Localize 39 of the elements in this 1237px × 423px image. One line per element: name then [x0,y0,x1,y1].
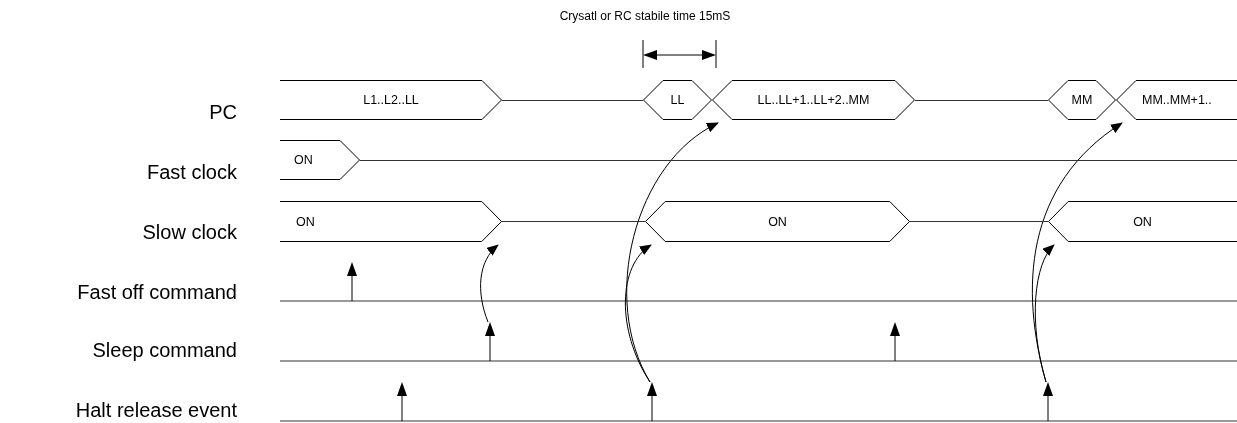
causal-arrow [1031,122,1123,383]
idle-level-line [915,99,1048,101]
idle-level-line [502,221,645,222]
event-arrow [1042,382,1054,421]
state-label: LL..LL+1..LL+2..MM [757,93,870,107]
signal-name: Halt release event [75,398,237,422]
signal-state-segment [712,80,915,120]
signal-state-segment [280,80,502,120]
idle-level-line [502,99,643,101]
state-label: MM [1071,93,1093,107]
event-arrow [484,322,496,361]
event-arrow [646,382,658,421]
state-label: ON [294,153,313,167]
annotation-text: Crysatl or RC stabile time 15mS [559,9,731,23]
state-label: LL [670,93,685,107]
state-label: ON [768,214,787,229]
signal-name: PC [209,100,237,124]
state-label: ON [296,214,315,229]
signal-state-segment [645,201,910,242]
signal-state-segment [1048,201,1237,242]
event-arrow [396,382,408,421]
idle-level-line [910,221,1048,222]
signal-name: Fast clock [146,160,237,184]
signal-state-segment [280,140,360,180]
signal-name: Sleep command [92,338,237,362]
causal-arrow [480,244,499,323]
state-label: MM..MM+1.. [1142,93,1212,107]
state-label: ON [1133,214,1152,229]
signal-state-segment [280,201,502,242]
signal-state-segment [1048,80,1116,120]
causal-arrow [626,122,719,383]
event-arrow [889,322,901,361]
signal-state-segment [643,80,712,120]
event-arrow [346,262,358,301]
state-label: L1..L2..LL [363,93,419,107]
signal-name: Slow clock [142,220,237,244]
signal-state-segment [1116,80,1237,120]
idle-level-line [360,159,1237,161]
signal-name: Fast off command [77,280,237,304]
